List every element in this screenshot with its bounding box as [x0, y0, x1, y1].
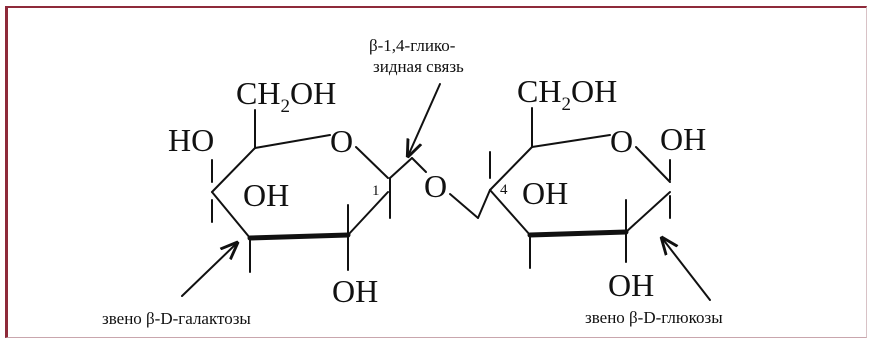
glucose-oh-bottom-label: OH	[608, 267, 654, 303]
linkage-label-line2: зидная связь	[373, 57, 464, 76]
galactose-ring-oxygen: O	[330, 123, 353, 159]
galactose-oh-mid-label: OH	[243, 177, 289, 213]
galactose-oh-bottom-label: OH	[332, 273, 378, 309]
galactose-ring	[211, 109, 391, 273]
diagram-frame	[5, 6, 867, 338]
linkage-label-line1: β-1,4-глико-	[369, 36, 456, 55]
glucose-ring-oxygen: O	[610, 123, 633, 159]
glucose-oh-mid-label: OH	[522, 175, 568, 211]
glucose-arrow	[662, 238, 711, 301]
glucose-oh-right-label: OH	[660, 121, 706, 157]
glycosidic-oxygen: O	[424, 168, 447, 204]
glucose-ring	[489, 107, 671, 269]
galactose-ch2oh-label: CH2OH	[236, 75, 336, 117]
glucose-caption: звено β-D-глюкозы	[585, 308, 723, 327]
glucose-ch2oh-label: CH2OH	[517, 73, 617, 115]
galactose-carbon-1-number: 1	[372, 183, 380, 199]
galactose-caption: звено β-D-галактозы	[102, 309, 251, 328]
galactose-ho-label: HO	[168, 122, 214, 158]
glucose-carbon-4-number: 4	[500, 182, 508, 198]
galactose-arrow	[181, 243, 237, 297]
linkage-arrow	[408, 83, 441, 156]
